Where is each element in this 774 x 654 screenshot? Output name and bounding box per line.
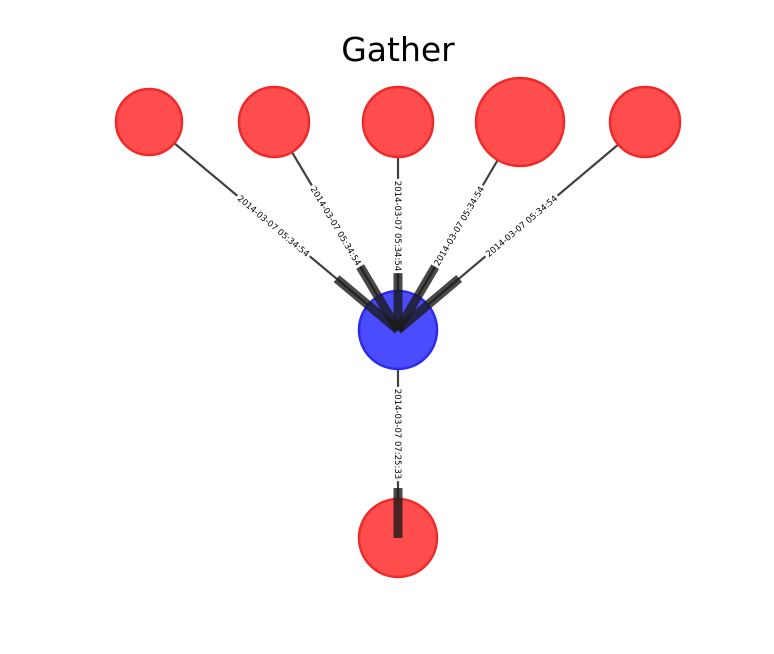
arrowhead-source-5-to-hub: [395, 275, 463, 334]
node-source-2: [237, 85, 311, 159]
edge-label-background: [306, 182, 366, 270]
edge-label-text: 2014-03-07 05:34:54: [484, 194, 559, 260]
edge-label-background: [429, 182, 489, 270]
edge-label-1: 2014-03-07 05:34:54: [233, 191, 314, 261]
edge-label-4: 2014-03-07 05:34:54: [429, 182, 489, 270]
edge-label-3: 2014-03-07 05:34:54: [392, 178, 404, 274]
edge-label-text: 2014-03-07 05:34:54: [308, 185, 363, 268]
edge-label-background: [392, 178, 404, 274]
edge-label-6: 2014-03-07 07:25:33: [392, 386, 404, 482]
arrowhead-source-2-to-hub: [353, 258, 402, 333]
edge-label-text: 2014-03-07 07:25:33: [392, 389, 402, 479]
edge-label-2: 2014-03-07 05:34:54: [306, 182, 366, 270]
edge-label-background: [392, 386, 404, 482]
edge-label-text: 2014-03-07 05:34:54: [433, 185, 487, 268]
edge-label-5: 2014-03-07 05:34:54: [481, 191, 562, 261]
node-source-3: [361, 85, 435, 159]
node-source-1: [114, 87, 184, 157]
edge-label-text: 2014-03-07 05:34:54: [235, 194, 311, 260]
edge-label-background: [233, 191, 314, 261]
edge-label-text: 2014-03-07 05:34:54: [392, 181, 402, 271]
diagram-title: Gather: [341, 30, 455, 69]
node-source-5: [608, 85, 682, 159]
node-source-4: [474, 76, 566, 168]
edge-label-background: [481, 191, 562, 261]
